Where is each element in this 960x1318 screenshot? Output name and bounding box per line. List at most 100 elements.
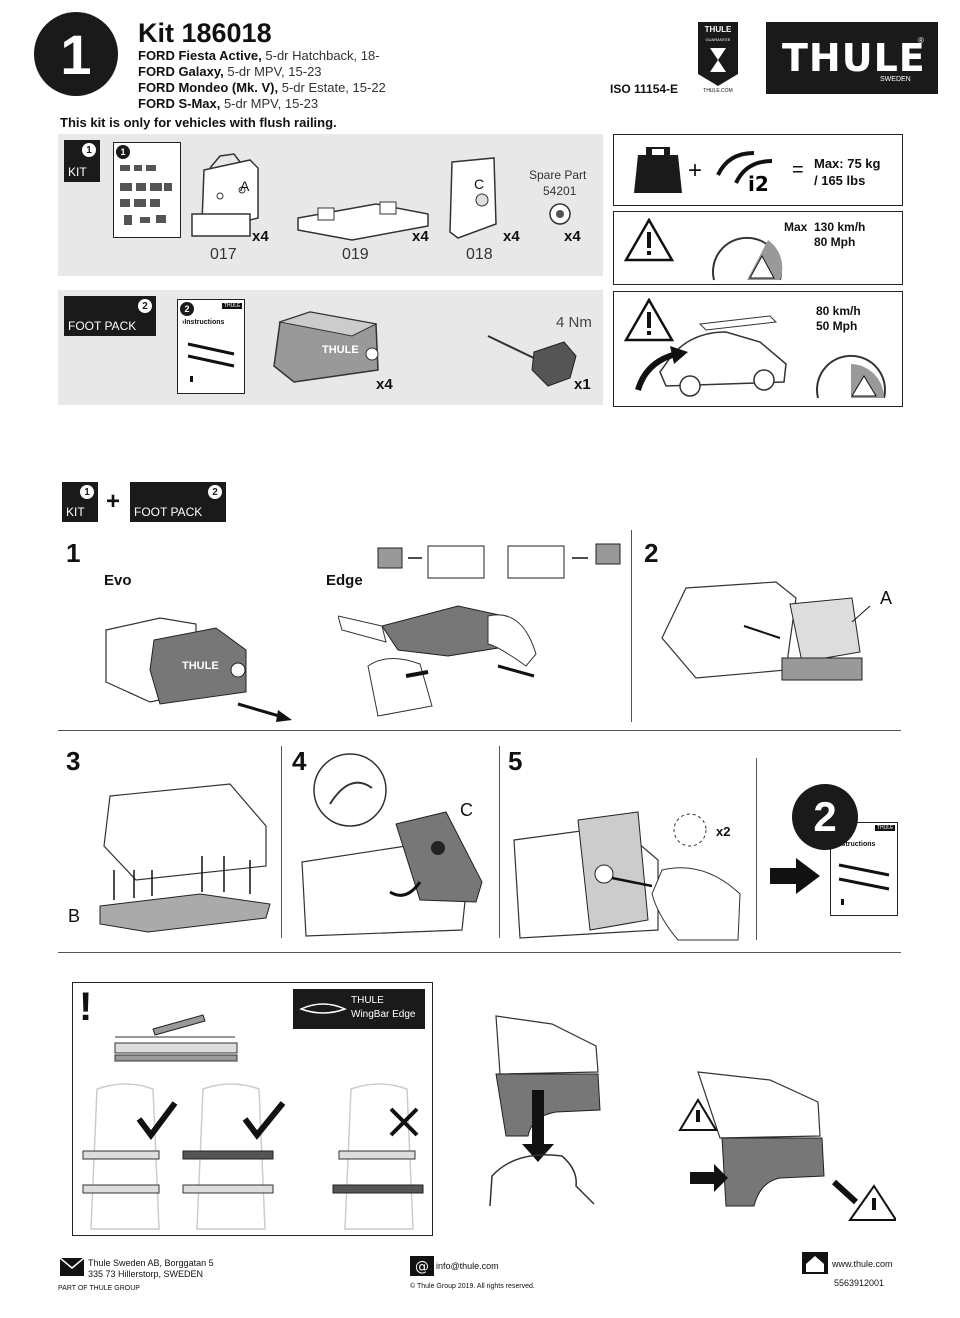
foot-qty: x4 [376, 376, 393, 393]
pad-fit-warning-illustration [678, 1071, 896, 1221]
bracket-install-illustration [661, 581, 871, 681]
edge-hands-illustration [338, 605, 537, 717]
thule-logo: THULE SWEDEN ® [766, 22, 938, 94]
logo-sub: SWEDEN [880, 76, 911, 83]
car-wash-box: 80 km/h 50 Mph [613, 291, 903, 407]
guarantee-brand: THULE [704, 25, 732, 34]
kit-instruction-sheet: 1 [113, 142, 181, 238]
step-4-number: 4 [292, 746, 307, 776]
svg-text:i2: i2 [748, 172, 769, 193]
website-link[interactable]: www.thule.com [832, 1259, 893, 1269]
document-number: 5563912001 [834, 1278, 885, 1288]
tool-qty: x1 [574, 376, 591, 393]
logo-reg: ® [918, 36, 924, 45]
part-a-callout: A [880, 588, 893, 608]
divider-vertical [631, 530, 632, 722]
vehicle-row: FORD Mondeo (Mk. V), 5-dr Estate, 15-22 [138, 80, 386, 95]
speedometer-icon [816, 354, 886, 399]
address-line-1: Thule Sweden AB, Borggatan 5 [88, 1258, 214, 1268]
exclamation-mark: ! [79, 985, 93, 1029]
bar-position-warning-box: ! THULE WingBar Edge [72, 982, 433, 1236]
x2-label: x2 [716, 824, 731, 839]
load-limit: Max: 75 kg / 165 lbs [814, 156, 881, 188]
car-with-bars-icon [635, 315, 787, 397]
roof-bars-icon: i2 [716, 151, 773, 193]
foot-pack-badge: 2 FOOT PACK [64, 296, 156, 336]
kit-badge: 1 KIT [64, 140, 100, 182]
email-icon: @ [410, 1256, 434, 1276]
part-letter: A [240, 178, 250, 194]
part-code: 019 [342, 246, 369, 263]
speed-box: Max 130 km/h 80 Mph [613, 211, 903, 285]
vehicle-row: FORD S-Max, 5-dr MPV, 15-23 [138, 96, 319, 111]
step-3-number: 3 [66, 746, 81, 776]
part-qty: x4 [503, 228, 520, 245]
combo-plus: + [106, 488, 121, 515]
bar-profile-icon [114, 1014, 238, 1062]
foot-brand: THULE [322, 344, 359, 356]
next-arrow-icon [770, 858, 820, 894]
part-c-callout: C [460, 800, 473, 820]
speed-max-label: Max [784, 220, 808, 234]
guarantee-url: THULE.COM [703, 88, 733, 94]
divider-vertical [756, 758, 757, 940]
svg-text:@: @ [415, 1259, 429, 1275]
spare-qty: x4 [564, 228, 581, 245]
combo-kit-badge: 1 KIT [62, 482, 98, 522]
step-1-circle: 1 [34, 12, 118, 96]
load-box: + i2 = Max: 75 kg / 165 lbs [613, 134, 903, 206]
vehicle-row: FORD Galaxy, 5-dr MPV, 15-23 [138, 64, 322, 79]
warning-icon [624, 298, 674, 342]
speedometer-icon [712, 236, 783, 281]
warning-icon [624, 218, 674, 262]
pad-018-icon [449, 157, 497, 239]
pad-install-illustration [301, 753, 483, 937]
torque-label: 4 Nm [556, 314, 592, 331]
part-qty: x4 [412, 228, 429, 245]
evo-label: Evo [104, 572, 132, 589]
bracket-017-icon [191, 153, 259, 237]
part-of-group: PART OF THULE GROUP [58, 1285, 140, 1292]
edge-side-parts-illustration [377, 543, 621, 579]
screw-install-illustration [513, 811, 741, 941]
edge-label: Edge [326, 572, 363, 589]
step-5-number: 5 [508, 746, 523, 776]
divider-horizontal [58, 730, 901, 731]
step-1-number: 1 [66, 538, 81, 568]
wash-speed-values: 80 km/h 50 Mph [816, 304, 861, 333]
email-link[interactable]: info@thule.com [436, 1261, 499, 1271]
foot-instruction-sheet: 2 THULE ›Instructions [177, 299, 245, 394]
adapter-install-illustration [99, 783, 271, 933]
part-b-callout: B [68, 906, 81, 926]
copyright: © Thule Group 2019. All rights reserved. [410, 1283, 535, 1290]
evo-brand: THULE [182, 660, 219, 672]
part-code: 018 [466, 246, 493, 263]
address-line-2: 335 73 Hillerstorp, SWEDEN [88, 1269, 204, 1279]
speed-values: 130 km/h 80 Mph [814, 220, 866, 249]
next-step-circle: 2 [792, 784, 858, 850]
flush-railing-note: This kit is only for vehicles with flush… [60, 115, 337, 130]
equals-sign: = [792, 159, 804, 181]
evo-foot-illustration [105, 617, 292, 722]
house-icon [802, 1252, 828, 1274]
guarantee-text: GUARANTEE [705, 37, 731, 42]
step-2-number: 2 [644, 538, 659, 568]
kit-title: Kit 186018 [138, 18, 272, 48]
weight-icon [634, 147, 682, 193]
divider-vertical [281, 746, 282, 938]
torque-tool-icon [487, 335, 577, 387]
vehicle-list: FORD Fiesta Active, 5-dr Hatchback, 18- … [138, 48, 386, 112]
spare-part-code: 54201 [543, 184, 577, 198]
envelope-icon [60, 1258, 84, 1276]
divider-vertical [499, 746, 500, 938]
spare-screw-icon [549, 203, 571, 225]
part-qty: x4 [252, 228, 269, 245]
logo-text: THULE [782, 36, 926, 80]
foot-icon [273, 311, 379, 383]
guarantee-badge: THULE GUARANTEE THULE.COM [698, 22, 738, 96]
spare-part-label: Spare Part [529, 168, 587, 182]
iso-label: ISO 11154-E [610, 82, 679, 96]
plus-sign: + [688, 157, 703, 184]
part-letter: C [474, 176, 485, 192]
vehicle-row: FORD Fiesta Active, 5-dr Hatchback, 18- [138, 48, 380, 63]
